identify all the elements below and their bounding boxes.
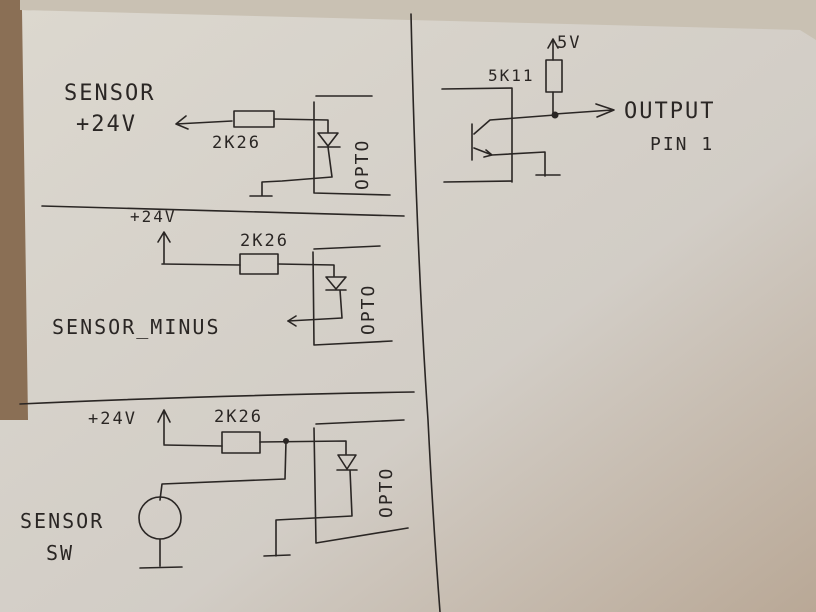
diode-icon <box>263 454 358 557</box>
circuit-3-sensor-label-1: SENSOR <box>20 509 104 533</box>
circuit-1-supply-label-2: +24V <box>76 112 137 137</box>
supply-arrow-icon <box>157 409 171 445</box>
wire <box>139 538 183 569</box>
circuit-1-supply-label-1: SENSOR <box>64 81 155 106</box>
circuit-1: SENSOR +24V 2K26 OPTO <box>64 81 391 197</box>
circuit-1-opto-label: OPTO <box>352 139 373 190</box>
panel-divider <box>410 13 441 612</box>
transistor-icon <box>471 114 561 177</box>
opto-box <box>312 245 393 346</box>
circuit-3: +24V 2K26 SENSOR SW OPTO <box>20 407 409 569</box>
diode-icon <box>287 276 347 322</box>
output-circuit: 5V 5K11 OUTPUT PIN 1 <box>441 33 715 183</box>
circuit-3-supply-label: +24V <box>88 409 137 429</box>
output-resistor-label: 5K11 <box>488 66 535 85</box>
opto-box <box>441 87 513 183</box>
output-label-1: OUTPUT <box>624 99 715 124</box>
circuit-3-opto-label: OPTO <box>376 467 397 518</box>
circuit-1-resistor-label: 2K26 <box>212 133 261 153</box>
wire <box>159 440 287 501</box>
arrow-icon <box>175 115 233 130</box>
paper-sheet <box>0 10 816 612</box>
wire <box>163 444 223 447</box>
output-label-2: PIN 1 <box>650 134 714 155</box>
circuit-2-sensor-label: SENSOR_MINUS <box>52 315 221 339</box>
opto-box <box>313 95 391 196</box>
output-supply-label: 5V <box>557 33 581 53</box>
circuit-2-resistor-label: 2K26 <box>240 231 289 251</box>
wire <box>273 118 329 133</box>
diode-icon <box>249 132 341 197</box>
circuit-3-resistor-label: 2K26 <box>214 407 263 427</box>
output-arrow-icon <box>554 103 615 118</box>
section-separator-2 <box>19 391 415 405</box>
resistor-5k11 <box>545 59 563 93</box>
opto-box <box>313 419 409 544</box>
circuit-2-opto-label: OPTO <box>358 284 379 335</box>
section-separator-1 <box>41 205 405 217</box>
wire <box>161 263 241 266</box>
wire <box>277 263 335 277</box>
circuit-2-supply-label: +24V <box>130 207 177 226</box>
circuit-2: +24V 2K26 SENSOR_MINUS OPTO <box>52 207 393 346</box>
supply-arrow-icon <box>547 38 559 61</box>
supply-arrow-icon <box>157 231 171 264</box>
arrow-icon <box>287 315 297 327</box>
circuit-3-sensor-label-2: SW <box>46 541 74 565</box>
